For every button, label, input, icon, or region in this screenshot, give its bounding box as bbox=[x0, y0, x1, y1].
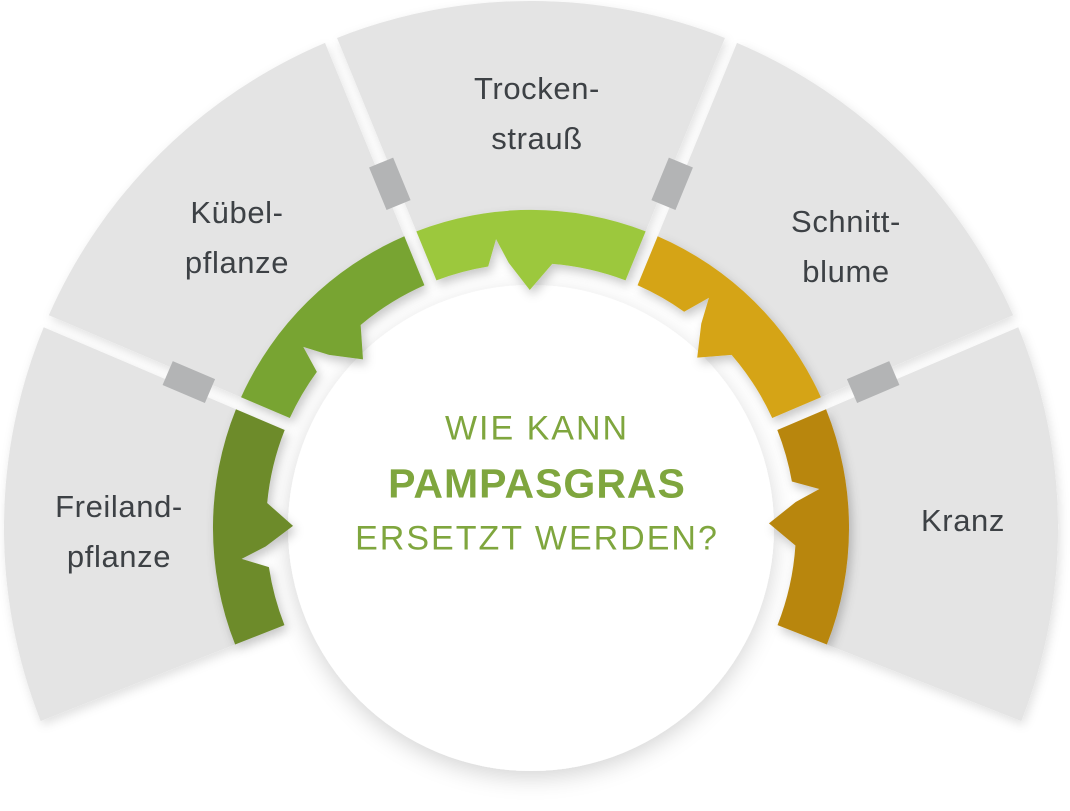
label-line: Kübel- bbox=[190, 195, 284, 230]
segment-label-kuebelpflanze: Kübel- pflanze bbox=[185, 188, 289, 288]
label-line: Trocken- bbox=[474, 71, 600, 106]
label-line: pflanze bbox=[184, 245, 290, 280]
segment-label-trockenstrauss: Trocken- strauß bbox=[474, 64, 600, 164]
center-question-line3: ERSETZT WERDEN? bbox=[355, 519, 719, 558]
segment-label-schnittblume: Schnitt- blume bbox=[791, 197, 901, 297]
label-line: pflanze bbox=[66, 539, 172, 574]
segment-arc-kuebelpflanze bbox=[241, 236, 425, 419]
gap-connector-0 bbox=[162, 361, 216, 404]
segment-wedge-kuebelpflanze bbox=[48, 42, 405, 398]
segment-arc-kranz bbox=[768, 409, 850, 645]
segment-wedge-kranz bbox=[826, 327, 1059, 722]
segment-wedge-freilandpflanze bbox=[3, 327, 236, 722]
center-question: WIE KANN PAMPASGRAS ERSETZT WERDEN? bbox=[355, 402, 719, 567]
center-question-line1: WIE KANN bbox=[444, 409, 630, 448]
gap-connector-1 bbox=[369, 157, 411, 211]
segment-arc-schnittblume bbox=[637, 236, 821, 419]
segment-wedge-schnittblume bbox=[657, 42, 1014, 398]
label-line: Freiland- bbox=[55, 489, 183, 524]
segment-label-freilandpflanze: Freiland- pflanze bbox=[55, 482, 183, 582]
segment-label-kranz: Kranz bbox=[921, 496, 1005, 546]
center-question-keyword: PAMPASGRAS bbox=[388, 460, 686, 507]
label-line: Schnitt- bbox=[791, 204, 901, 239]
gap-connector-2 bbox=[651, 157, 693, 211]
segment-arc-trockenstrauss bbox=[416, 209, 646, 290]
segment-arc-freilandpflanze bbox=[212, 409, 294, 645]
label-line: blume bbox=[802, 254, 890, 289]
label-line: Kranz bbox=[921, 503, 1005, 538]
gap-connector-3 bbox=[846, 361, 900, 404]
segment-wedge-trockenstrauss bbox=[337, 0, 725, 232]
label-line: strauß bbox=[491, 121, 583, 156]
center-circle bbox=[288, 285, 774, 771]
